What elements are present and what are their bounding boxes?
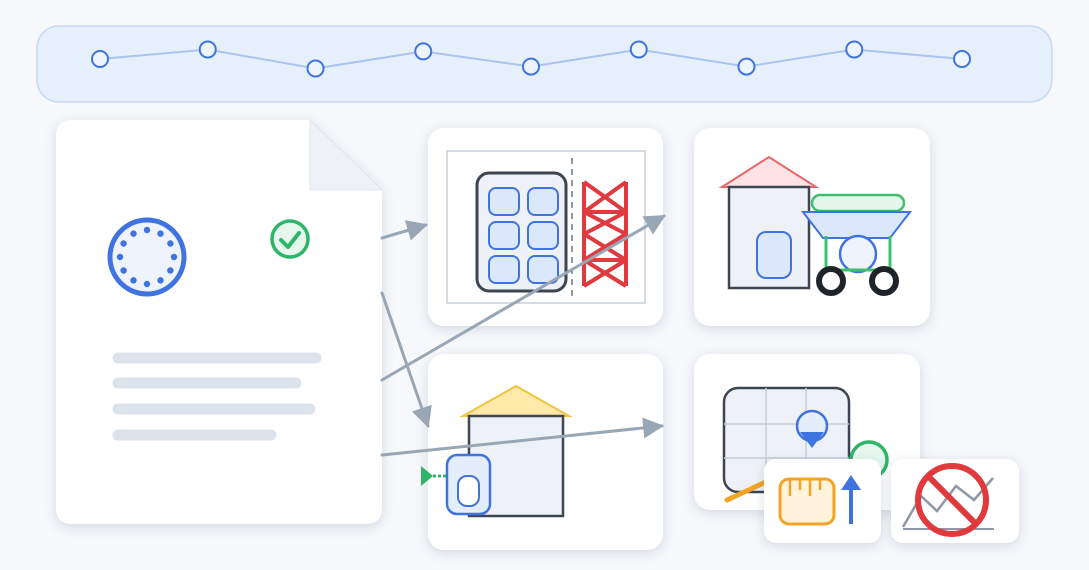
house-with-red-roof-icon	[718, 155, 820, 290]
page-fold	[309, 118, 384, 191]
document-card	[56, 118, 384, 524]
badge-dot	[157, 277, 164, 284]
badge-dot	[167, 267, 174, 274]
badge-dot	[143, 226, 151, 234]
badge-dot	[120, 267, 127, 274]
arrow-doc-to-battery	[380, 220, 429, 241]
house-with-yellow-roof-icon	[421, 384, 573, 518]
badge-dot	[120, 240, 127, 247]
ruler-up-arrow-icon	[778, 475, 861, 526]
badge-dot	[167, 240, 174, 247]
badge-dot	[143, 280, 151, 288]
timeline-node	[629, 40, 648, 59]
badge-dot	[170, 253, 178, 261]
timeline-node	[953, 50, 971, 68]
timeline-node	[414, 42, 433, 61]
timeline-node	[306, 59, 325, 78]
dotted-circle-badge-icon	[107, 217, 187, 297]
arrow-doc-to-house-yellow	[380, 291, 432, 428]
arrow-doc-to-vehicle	[380, 214, 666, 382]
badge-dot	[116, 253, 124, 261]
badge-dot	[157, 230, 164, 237]
timeline-node	[522, 57, 540, 76]
arrow-doc-to-map	[380, 417, 665, 457]
timeline-node	[198, 40, 217, 59]
timeline-node	[845, 40, 864, 59]
timeline-node	[737, 57, 756, 76]
battery-cells-with-truss-icon	[446, 150, 646, 304]
cart-vehicle-icon	[800, 193, 913, 296]
connector-arrows	[380, 214, 666, 457]
timeline-band	[36, 25, 1053, 103]
timeline-node	[91, 50, 109, 68]
badge-dot	[130, 277, 137, 284]
badge-dot	[130, 230, 137, 237]
check-circle-icon	[270, 219, 310, 259]
prohibited-chart-icon	[901, 463, 994, 537]
timeline-nodes	[91, 40, 971, 78]
document-text-lines	[112, 352, 322, 441]
